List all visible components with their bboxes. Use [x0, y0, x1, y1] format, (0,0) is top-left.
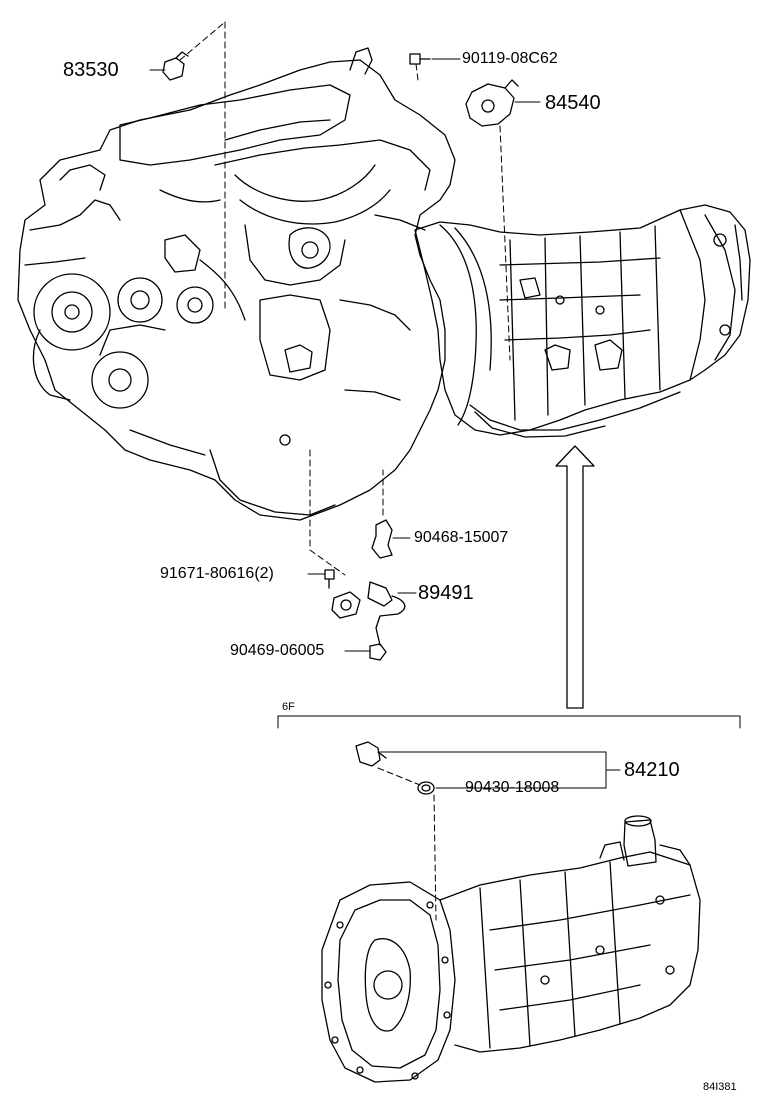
label-84540[interactable]: 84540 — [545, 92, 601, 114]
label-83530[interactable]: 83530 — [63, 59, 119, 81]
label-90430-18008[interactable]: 90430-18008 — [465, 779, 560, 796]
part-90430-gasket — [417, 781, 435, 795]
label-89491[interactable]: 89491 — [418, 582, 474, 604]
engine-assembly — [17, 47, 456, 521]
part-90469-clip — [369, 643, 387, 661]
part-84210-switch — [355, 741, 387, 767]
label-91671-80616[interactable]: 91671-80616(2) — [160, 565, 274, 582]
label-84210[interactable]: 84210 — [624, 759, 680, 781]
group-label-6f: 6F — [282, 701, 295, 713]
label-90119-08c62[interactable]: 90119-08C62 — [462, 50, 558, 67]
figure-code: 84I381 — [703, 1081, 737, 1093]
label-90468-15007[interactable]: 90468-15007 — [414, 529, 509, 546]
part-83530-switch — [162, 51, 189, 81]
part-89491-sensor — [331, 581, 406, 646]
part-84540-switch — [465, 79, 519, 127]
label-90469-06005[interactable]: 90469-06005 — [230, 642, 325, 659]
up-arrow — [555, 445, 595, 709]
automatic-transmission — [414, 204, 751, 438]
part-90119-bolt — [409, 53, 431, 65]
dashed-leader-lines — [179, 21, 511, 921]
part-90468-clamp — [371, 519, 393, 559]
label-leader-lines — [149, 58, 621, 789]
group-bracket — [277, 715, 741, 729]
part-91671-bolt — [324, 569, 335, 589]
manual-transmission — [321, 815, 701, 1083]
